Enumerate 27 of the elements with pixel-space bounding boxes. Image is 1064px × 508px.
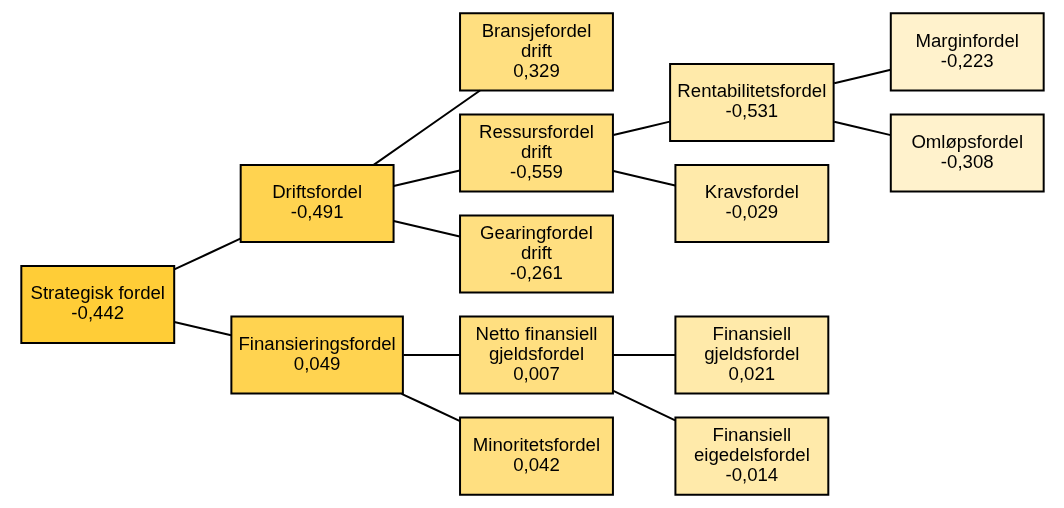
node-box: Rentabilitetsfordel -0,531 bbox=[668, 62, 835, 142]
node-box: Strategisk fordel -0,442 bbox=[19, 264, 175, 345]
node-box: Ressursfordel drift -0,559 bbox=[458, 113, 614, 193]
node-box: Netto finansiell gjeldsfordel 0,007 bbox=[458, 315, 614, 395]
connector bbox=[832, 68, 892, 85]
connector bbox=[611, 354, 676, 357]
node-box: Minoritetsfordel 0,042 bbox=[458, 416, 614, 496]
node-box: Gearingfordel drift -0,261 bbox=[458, 214, 614, 294]
connector bbox=[611, 169, 676, 187]
connector bbox=[172, 237, 241, 271]
node-box: Finansiell gjeldsfordel 0,021 bbox=[673, 315, 829, 395]
node-box: Bransjefordel drift 0,329 bbox=[458, 12, 614, 92]
connector bbox=[400, 392, 461, 423]
node-box: Driftsfordel -0,491 bbox=[239, 163, 395, 244]
node-box: Marginfordel -0,223 bbox=[889, 12, 1045, 92]
node-box: Finansiell eigedelsfordel -0,014 bbox=[673, 416, 829, 496]
connector bbox=[611, 120, 671, 136]
connector bbox=[392, 220, 461, 238]
connector bbox=[372, 89, 481, 166]
node-box: Omløpsfordel -0,308 bbox=[889, 113, 1045, 193]
node-box: Kravsfordel -0,029 bbox=[673, 163, 829, 244]
connector bbox=[611, 389, 676, 422]
node-box: Finansieringsfordel 0,049 bbox=[229, 315, 404, 395]
connector bbox=[392, 169, 461, 187]
connector bbox=[172, 321, 232, 337]
connector bbox=[401, 354, 461, 357]
connector bbox=[832, 120, 892, 137]
